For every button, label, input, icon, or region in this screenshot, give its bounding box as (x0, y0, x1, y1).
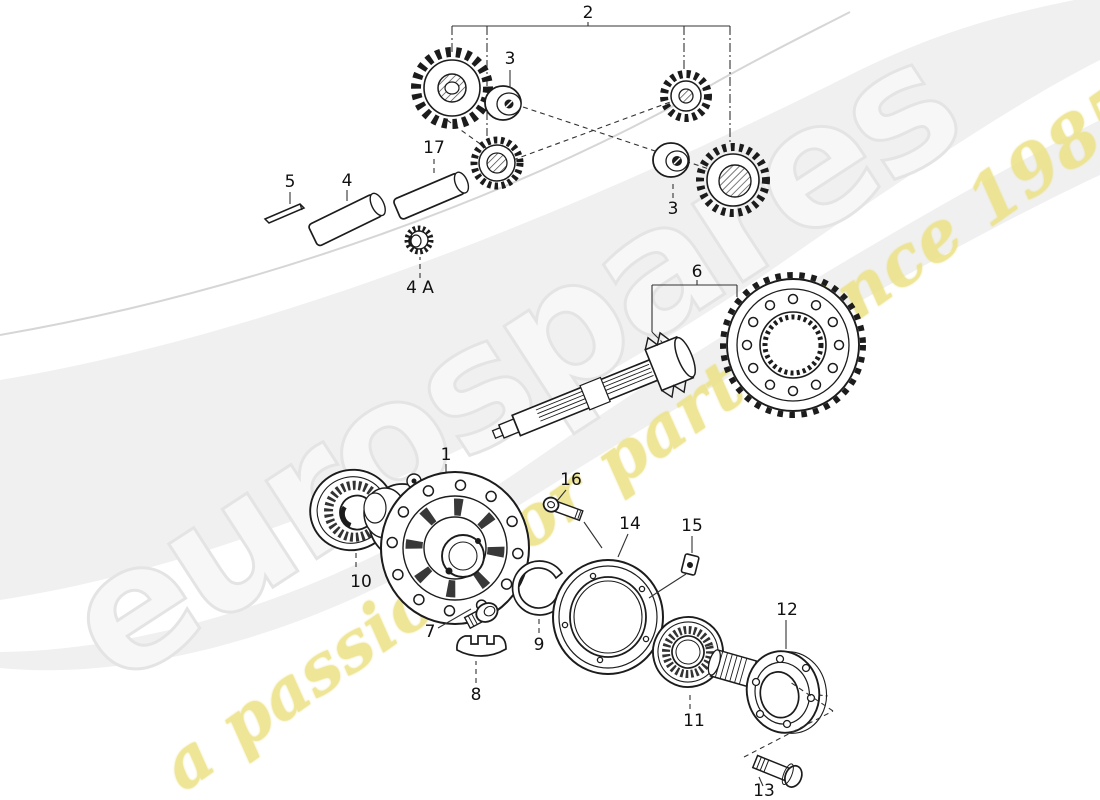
part-drive-flange-12 (707, 620, 834, 758)
part-pinion-shaft-17 (393, 159, 470, 220)
callout-5[interactable]: 5 (285, 172, 296, 192)
part-thrust-washer-right (652, 142, 690, 178)
callout-17[interactable]: 17 (423, 138, 445, 158)
callout-8[interactable]: 8 (471, 685, 482, 705)
callout-14[interactable]: 14 (619, 514, 641, 534)
callout-10[interactable]: 10 (350, 572, 372, 592)
part-gear-4a (404, 225, 434, 278)
swoosh-highlight (0, 60, 1100, 652)
part-drive-pinion (491, 331, 696, 440)
ring-gear-bolt-holes (741, 293, 845, 397)
cover-notches (561, 572, 650, 664)
callout-9[interactable]: 9 (534, 635, 545, 655)
part-pinion-shaft-4 (308, 190, 386, 247)
callout-1[interactable]: 1 (441, 445, 452, 465)
callout-7[interactable]: 7 (425, 622, 436, 642)
callout-16[interactable]: 16 (560, 470, 582, 490)
part-thrust-washer-left (484, 85, 522, 121)
housing-bolt-holes (386, 479, 524, 617)
part-taper-bearing-11 (652, 616, 724, 709)
callout-11[interactable]: 11 (683, 711, 705, 731)
callout-15[interactable]: 15 (681, 516, 703, 536)
leaders-washers (509, 70, 674, 198)
part-lock-plate-8 (456, 635, 507, 683)
part-bolt-16 (542, 489, 603, 549)
callout-labels: 2 3 3 17 5 4 4 A 6 1 10 16 7 8 9 14 15 1… (285, 3, 798, 800)
swoosh-line (0, 11, 851, 336)
callout-3-right[interactable]: 3 (668, 199, 679, 219)
part-bolt-7 (437, 602, 499, 630)
part-splined-gear-large (696, 143, 770, 217)
part-square-nut-15 (648, 536, 700, 599)
callout-12[interactable]: 12 (776, 600, 798, 620)
callout-13[interactable]: 13 (753, 781, 775, 800)
part-bearing-cover-14 (552, 533, 664, 675)
callout-6[interactable]: 6 (692, 262, 703, 282)
part-side-bevel-gear (411, 47, 493, 129)
swoosh-band (0, 0, 1100, 671)
part-differential-housing (363, 464, 530, 625)
callout-4[interactable]: 4 (342, 171, 353, 191)
part-splined-gear-small (470, 136, 524, 190)
flange-bolt-holes (751, 654, 816, 729)
part-spider-bevel-gear (660, 70, 712, 122)
part-ring-gear (720, 272, 866, 418)
part-bolt-13 (751, 754, 803, 788)
part-roll-pin (263, 192, 306, 224)
callout-3-left[interactable]: 3 (505, 49, 516, 69)
part-6-leaders (651, 280, 738, 349)
callout-4a[interactable]: 4 A (406, 278, 434, 298)
callout-2[interactable]: 2 (583, 3, 594, 23)
